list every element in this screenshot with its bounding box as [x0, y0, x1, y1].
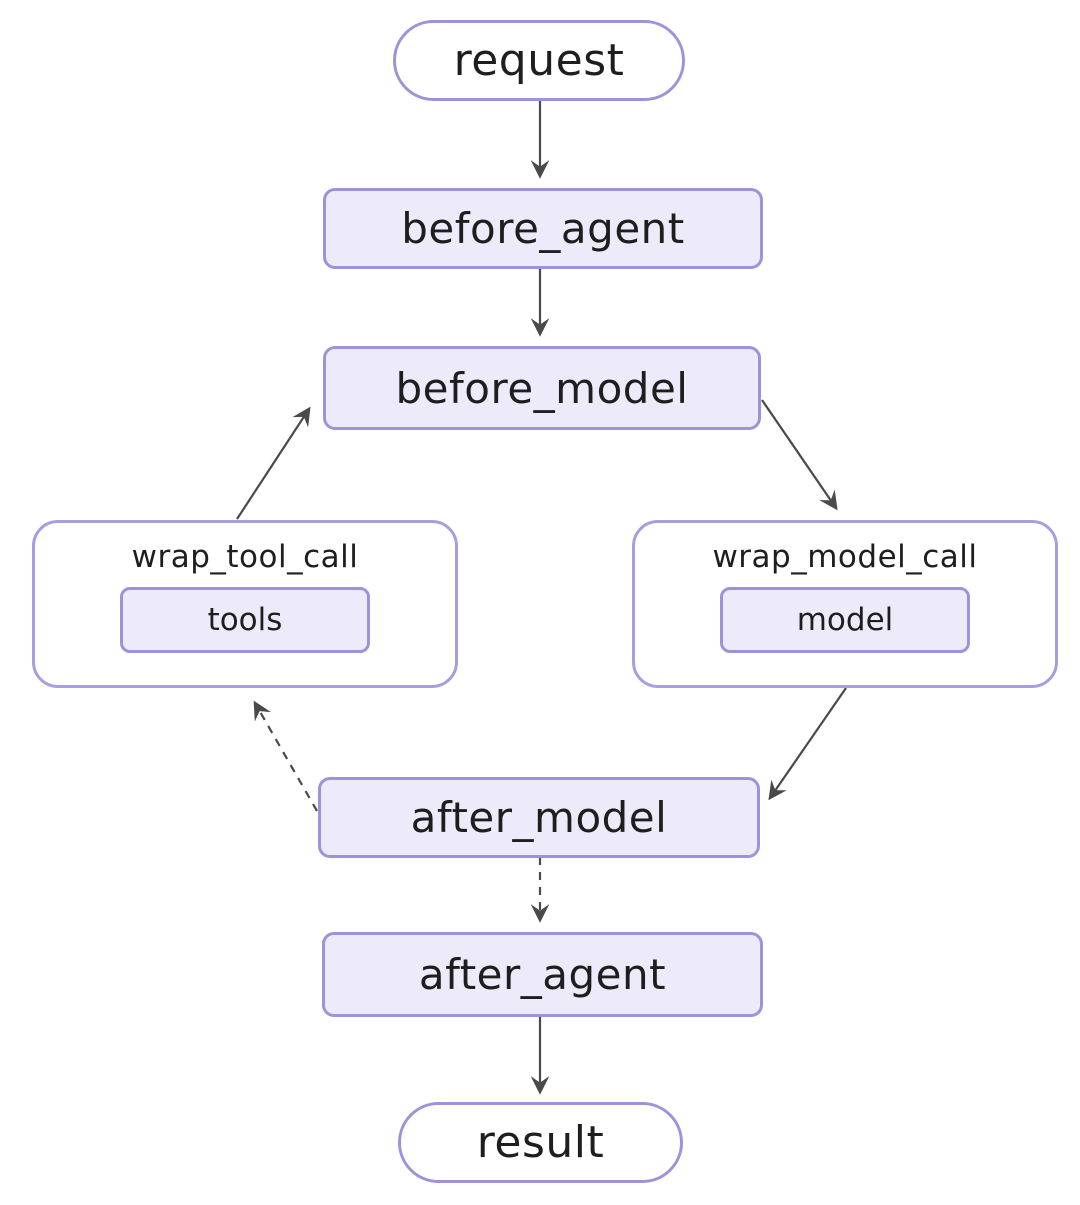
edge-before_model-wrap_model_call: [761, 399, 838, 511]
container-wrap-model-call: wrap_model_call model: [632, 520, 1058, 688]
node-after-model-label: after_model: [410, 793, 668, 842]
node-after-model: after_model: [318, 777, 760, 858]
node-result: result: [398, 1102, 683, 1183]
node-before-agent: before_agent: [323, 188, 763, 269]
node-model-label: model: [796, 602, 894, 638]
edge-wrap_tool_call-before_model: [236, 406, 311, 520]
edge-after_model-wrap_tool_call: [253, 700, 318, 812]
node-request-label: request: [453, 35, 625, 86]
node-before-model: before_model: [323, 346, 761, 430]
node-tools-label: tools: [207, 602, 283, 638]
node-after-agent-label: after_agent: [418, 950, 667, 999]
edge-wrap_model_call-after_model: [768, 687, 847, 801]
container-wrap-model-call-label: wrap_model_call: [712, 539, 978, 575]
node-after-agent: after_agent: [322, 932, 763, 1017]
node-result-label: result: [476, 1117, 605, 1168]
node-before-agent-label: before_agent: [401, 204, 685, 253]
container-wrap-tool-call: wrap_tool_call tools: [32, 520, 458, 688]
container-wrap-tool-call-label: wrap_tool_call: [131, 539, 359, 575]
node-tools: tools: [120, 587, 370, 653]
node-model: model: [720, 587, 970, 653]
node-request: request: [393, 20, 685, 101]
node-before-model-label: before_model: [395, 363, 689, 413]
